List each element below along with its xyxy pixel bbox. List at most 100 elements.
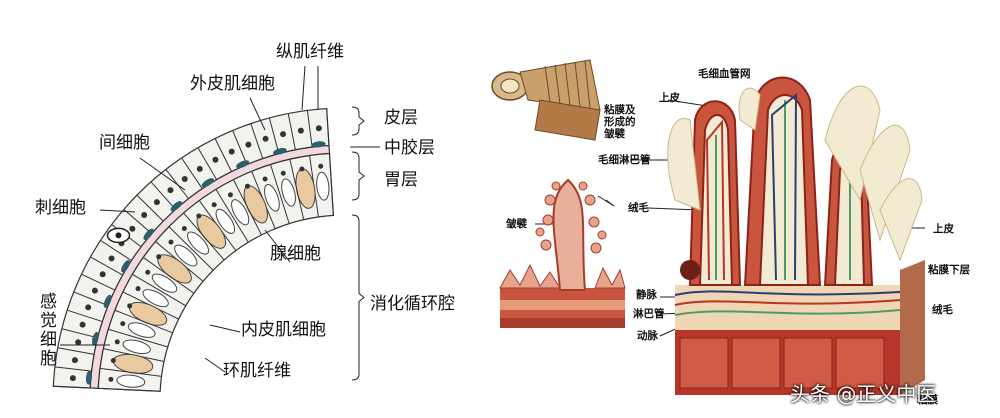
- muscle-fiber: [201, 178, 214, 188]
- muscle-fiber: [236, 160, 250, 169]
- leader-line: [139, 157, 186, 191]
- epidermal-cell-wall: [181, 157, 203, 189]
- epidermal-cell-wall: [136, 194, 164, 222]
- label-gastrodermis: 胃层: [384, 170, 418, 190]
- epidermal-nucleus: [79, 321, 86, 328]
- label-gland-cell: 腺细胞: [270, 244, 321, 264]
- gastric-cell-wall: [99, 367, 162, 377]
- gastric-nucleus: [135, 286, 141, 292]
- epidermal-cell-wall: [100, 239, 132, 262]
- gastric-nucleus: [299, 166, 305, 172]
- brace: [351, 106, 365, 136]
- gastric-cell: [122, 339, 151, 355]
- muscle-fiber: [143, 228, 154, 240]
- epidermal-nucleus: [141, 212, 148, 219]
- gastric-cell-wall: [328, 153, 334, 216]
- epidermal-nucleus: [91, 287, 98, 294]
- epidermal-cell-wall: [214, 138, 232, 172]
- epidermal-cell-wall: [326, 108, 330, 146]
- label-fold: 皱襞: [506, 218, 527, 230]
- label-epithelium-right: 上皮: [933, 223, 954, 235]
- label-mucosa-fold: 粘膜及形成的皱襞: [604, 104, 636, 141]
- fold-drawing: [499, 178, 626, 328]
- label-endodermal-muscle-cell: 内皮肌细胞: [241, 320, 326, 340]
- muscle-fiber: [170, 201, 182, 212]
- gastric-cell: [116, 374, 146, 388]
- epidermal-cell-wall: [150, 181, 176, 210]
- gastric-nucleus: [145, 269, 151, 275]
- epidermal-cell-wall: [197, 147, 218, 180]
- gastric-nucleus: [114, 339, 120, 345]
- epidermal-nucleus: [75, 339, 82, 346]
- gastric-cell-wall: [132, 273, 187, 307]
- label-artery: 动脉: [637, 330, 658, 342]
- label-lymph-vessel: 淋巴管: [633, 308, 665, 320]
- epidermal-cell-wall: [90, 256, 123, 276]
- epidermal-cell-wall: [61, 328, 98, 339]
- label-ectodermal-muscle-cell: 外皮肌细胞: [190, 74, 275, 94]
- gastric-cell-wall: [289, 159, 305, 220]
- gastric-nucleus: [280, 170, 286, 176]
- gastric-cell: [187, 231, 210, 255]
- gastric-cell-wall: [270, 164, 290, 224]
- epidermal-nucleus: [108, 255, 115, 262]
- epidermal-cell-wall: [53, 385, 91, 389]
- epidermal-nucleus: [181, 175, 188, 182]
- label-villi: 绒毛: [628, 202, 649, 214]
- gastric-nucleus: [181, 225, 187, 231]
- label-capillary-network: 毛细血管网: [698, 68, 751, 80]
- hydra-body-wall: [52, 107, 335, 392]
- gastric-cell-wall: [108, 328, 168, 348]
- epidermal-nucleus: [280, 131, 287, 138]
- epidermal-nucleus: [129, 225, 136, 232]
- label-epithelium-top: 上皮: [659, 92, 680, 104]
- label-sensory-cell: 感觉细胞: [36, 292, 56, 368]
- gastric-cell-wall: [143, 257, 195, 294]
- epidermal-nucleus: [228, 148, 235, 155]
- gastric-nucleus: [120, 321, 126, 327]
- gastric-nucleus: [110, 358, 116, 364]
- muscle-fiber: [85, 370, 93, 385]
- epidermal-nucleus: [212, 156, 219, 163]
- epidermal-nucleus: [167, 187, 174, 194]
- epidermal-nucleus: [262, 135, 269, 142]
- cnidocyte-capsule: [115, 232, 122, 239]
- gastric-nucleus: [244, 183, 250, 189]
- leader-line: [204, 357, 226, 373]
- label-mesoglea: 中胶层: [384, 138, 435, 158]
- gastric-cell-wall: [183, 212, 225, 261]
- mucosa-tube-drawing: [491, 59, 601, 141]
- leader-line: [249, 97, 266, 131]
- epidermal-nucleus: [69, 375, 76, 382]
- label-cnidocyte: 刺细胞: [35, 198, 86, 218]
- gastric-nucleus: [168, 239, 174, 245]
- muscle-fiber: [103, 294, 112, 308]
- brace: [351, 151, 365, 201]
- gastric-cell-wall: [114, 309, 173, 334]
- gastric-cell-wall: [215, 189, 249, 243]
- brace: [351, 214, 365, 381]
- label-circular-fiber: 环肌纤维: [223, 361, 291, 381]
- epidermal-nucleus: [85, 304, 92, 311]
- leader-line: [301, 65, 306, 111]
- epidermal-cell-wall: [250, 123, 264, 159]
- gastric-cell: [174, 244, 198, 267]
- muscle-fiber: [92, 331, 99, 346]
- gastric-cell-wall: [232, 179, 262, 236]
- epidermal-nucleus: [71, 357, 78, 364]
- muscle-fiber: [121, 260, 131, 273]
- epidermal-cell-wall: [67, 309, 103, 323]
- gastric-nucleus: [318, 163, 324, 169]
- muscle-fiber: [273, 147, 287, 155]
- epidermal-nucleus: [315, 125, 322, 132]
- gastric-cell: [215, 208, 236, 234]
- epidermal-nucleus: [153, 199, 160, 206]
- epidermal-cell-wall: [81, 273, 116, 291]
- label-lymph-capillary: 毛细淋巴管: [598, 154, 651, 166]
- label-submucosa: 粘膜下层: [928, 264, 970, 276]
- gastric-cell-wall: [168, 226, 214, 271]
- gastric-nucleus: [156, 254, 162, 260]
- epidermal-cell-wall: [57, 347, 95, 355]
